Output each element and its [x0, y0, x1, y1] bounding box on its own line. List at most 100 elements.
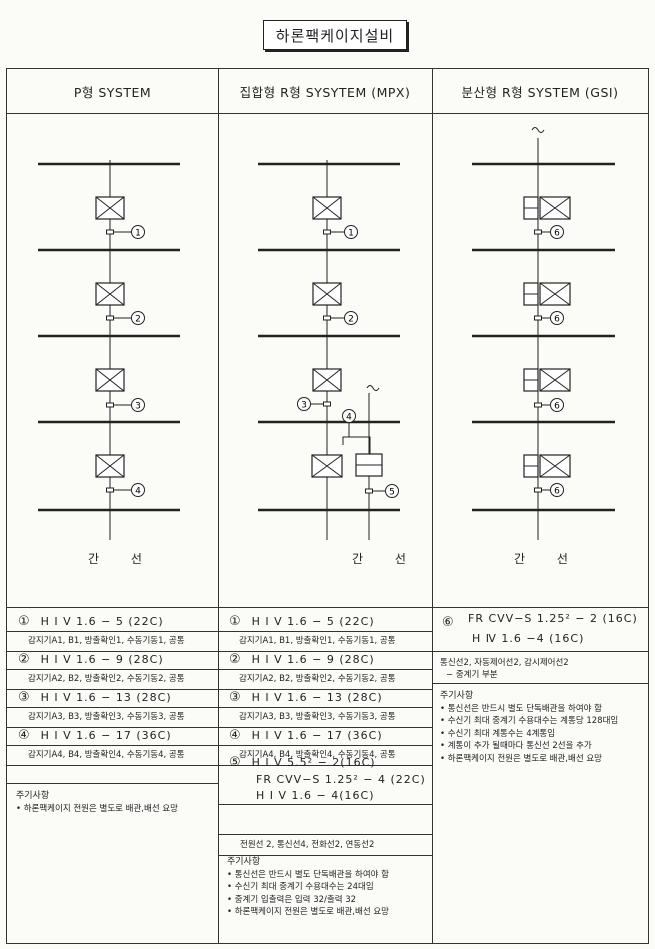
- notes-heading: 주기사항: [16, 791, 50, 801]
- marker-label: 2: [348, 315, 354, 325]
- box-cross: [95, 454, 125, 478]
- spec-row-line: [7, 669, 432, 670]
- marker: ①: [229, 613, 242, 629]
- cable-spec: H I V 1.6 − 5 (22C): [40, 614, 164, 628]
- marker-circle: [131, 225, 145, 239]
- header-divider: [7, 113, 648, 114]
- marker-circle: [550, 483, 564, 497]
- marker-circle: [342, 409, 356, 423]
- p-spec-desc-1: 감지기A1, B1, 방출확인1, 수동기동1, 공통: [28, 636, 185, 646]
- note-item: • 중계기 입출력은 입력 32/출력 32: [227, 894, 357, 905]
- marker-label: 6: [554, 315, 560, 325]
- notes-heading: 주기사항: [227, 857, 261, 867]
- gsi-spec-line2: H Ⅳ 1.6 −4 (16C): [472, 631, 585, 645]
- marker-circle: [344, 311, 358, 325]
- mpx-spec-1: ① H I V 1.6 − 5 (22C): [229, 612, 375, 630]
- notes-heading: 주기사항: [440, 691, 474, 701]
- mpx-spec-desc-2: 감지기A2, B2, 방출확인2, 수동기동2, 공통: [239, 674, 396, 684]
- marker-label: 5: [389, 488, 395, 498]
- spec-row-line: [7, 783, 218, 784]
- box-cross: [539, 454, 571, 478]
- gsi-spec-marker: ⑥: [442, 614, 465, 630]
- marker: ③: [18, 689, 31, 705]
- cable-spec: H I V 1.6 − 4(16C): [256, 788, 375, 802]
- column-divider: [218, 69, 219, 943]
- note-item: • 하론팩케이지 전원은 별도로 배관,배선 요망: [16, 803, 178, 814]
- marker-circle: [131, 398, 145, 412]
- box-cross: [312, 196, 342, 220]
- marker-label: 4: [346, 413, 352, 423]
- drawing-title: 하론팩케이지설비: [263, 20, 407, 50]
- note-item: • 수신기 최대 계통수는 4계통임: [440, 728, 556, 739]
- p-notes: 주기사항 • 하론팩케이지 전원은 별도로 배관,배선 요망: [16, 790, 178, 815]
- p-spec-1: ① H I V 1.6 − 5 (22C): [18, 612, 164, 630]
- marker: ②: [229, 651, 242, 667]
- spec-row-line: [7, 707, 432, 708]
- mpx-spec-5-desc: 전원선 2, 통신선4, 전화선2, 연동선2: [240, 840, 375, 850]
- marker-label: 3: [301, 401, 307, 411]
- marker: ①: [18, 613, 31, 629]
- mpx-spec-5-line2: FR CVV−S 1.25² − 4 (22C): [256, 771, 426, 787]
- box-cross: [539, 368, 571, 392]
- marker-label: 3: [135, 402, 141, 412]
- mpx-spec-desc-1: 감지기A1, B1, 방출확인1, 수동기동1, 공통: [239, 636, 396, 646]
- marker-circle: [550, 311, 564, 325]
- box-cross: [312, 368, 342, 392]
- marker: ②: [18, 651, 31, 667]
- cable-spec: H I V 1.6 − 9 (28C): [251, 652, 375, 666]
- note-item: • 수신기 최대 중계기 수용대수는 24대임: [227, 882, 374, 892]
- note-item: • 계통이 추가 될때마다 통신선 2선을 추가: [440, 741, 592, 751]
- marker-circle: [297, 397, 311, 411]
- junction-box: [534, 315, 542, 321]
- marker-6: ⑥: [442, 614, 455, 630]
- mpx-system-diagram: 1 2 3 4 5: [258, 160, 400, 540]
- junction-box: [106, 487, 114, 493]
- spec-row-line: [7, 651, 432, 652]
- junction-box: [106, 402, 114, 408]
- column-divider: [432, 69, 433, 943]
- p-spec-desc-4: 감지기A4, B4, 방출확인4, 수동기동4, 공통: [28, 750, 185, 760]
- mpx-notes: 주기사항 • 통신선은 반드시 별도 단독배관을 하여야 함 • 수신기 최대 …: [227, 856, 389, 919]
- spec-row-line: [432, 683, 648, 684]
- system-comparison-table: P형 SYSTEM 집합형 R형 SYSYTEM (MPX) 분산형 R형 SY…: [6, 68, 649, 944]
- marker-label: 6: [554, 487, 560, 497]
- junction-box: [323, 401, 331, 407]
- mpx-spec-desc-4: 감지기A4, B4, 방출확인4, 수동기동4, 공통: [239, 750, 396, 760]
- link-line: [342, 436, 371, 454]
- spec-row-line: [7, 745, 432, 746]
- marker-label: 2: [135, 315, 141, 325]
- box-cross: [311, 454, 343, 478]
- marker: ③: [229, 689, 242, 705]
- p-spec-desc-2: 감지기A2, B2, 방출확인2, 수동기동2, 공통: [28, 674, 185, 684]
- junction-box: [534, 402, 542, 408]
- junction-box: [106, 229, 114, 235]
- trunk-label-p: 간 선: [88, 552, 156, 566]
- spec-row-line: [7, 689, 432, 690]
- box-cross: [95, 196, 125, 220]
- marker-label: 1: [348, 229, 354, 239]
- trunk-label-gsi: 간 선: [514, 552, 582, 566]
- mpx-spec-5-line1: ⑤ H I V 5.5² − 2(16C): [229, 753, 376, 771]
- box-cross: [312, 282, 342, 306]
- spec-row-line: [7, 631, 432, 632]
- mpx-spec-5-line3: H I V 1.6 − 4(16C): [256, 787, 375, 803]
- header-p-system: P형 SYSTEM: [73, 84, 152, 100]
- spec-row-line: [7, 765, 432, 766]
- cable-spec: H I V 1.6 − 5 (22C): [251, 614, 375, 628]
- gsi-spec-line1: FR CVV−S 1.25² − 2 (16C): [468, 611, 638, 625]
- spec-row-line: [218, 834, 432, 835]
- power-source-icon: [366, 385, 380, 391]
- junction-box: [534, 487, 542, 493]
- spec-row-line: [218, 855, 432, 856]
- marker-circle: [344, 225, 358, 239]
- junction-box: [323, 315, 331, 321]
- spec-row-line: [7, 727, 432, 728]
- marker: ④: [229, 727, 242, 743]
- box-cross: [95, 282, 125, 306]
- junction-box: [323, 229, 331, 235]
- marker-label: 1: [135, 229, 141, 239]
- marker-circle: [131, 311, 145, 325]
